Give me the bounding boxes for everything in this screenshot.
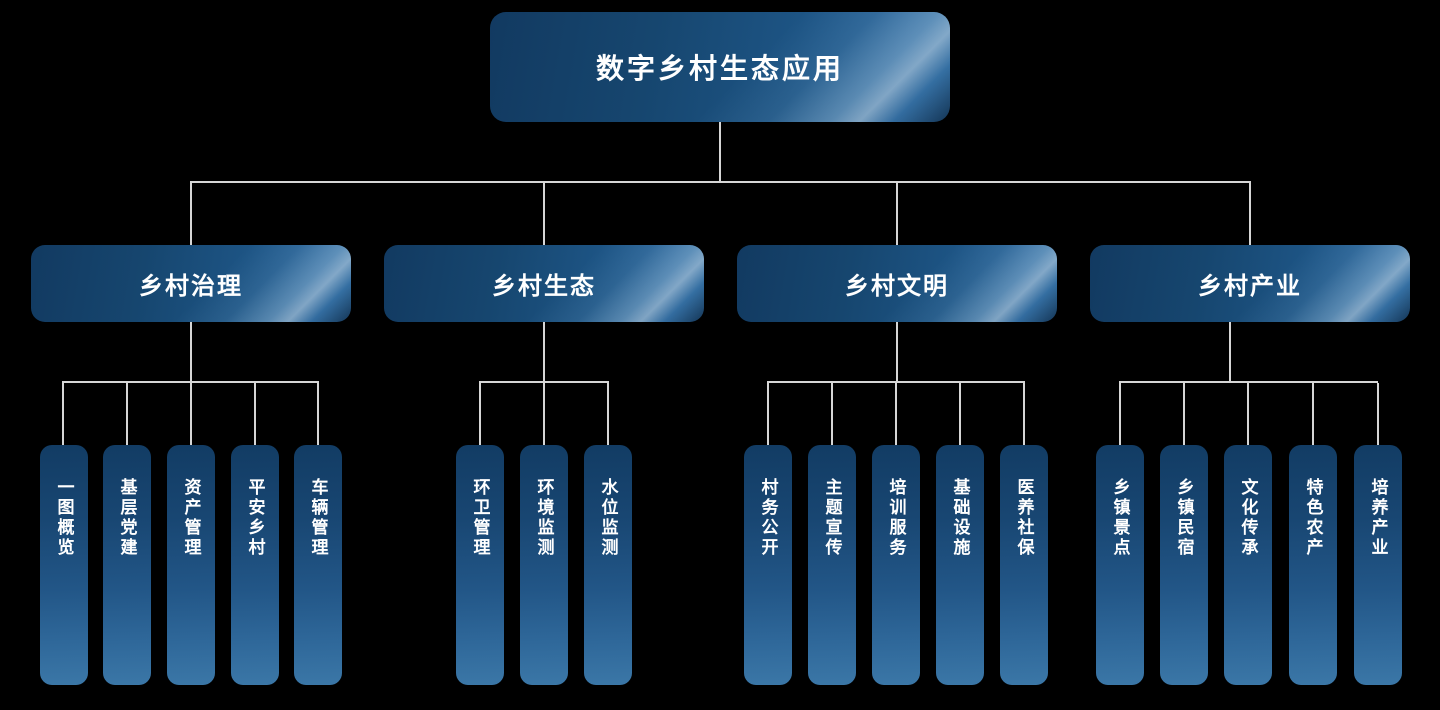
leaf-node-town-attractions: 乡镇景点 [1096,445,1144,685]
branch-node-industry: 乡村产业 [1090,245,1410,322]
connector-main-horizontal [190,181,1251,183]
leaf-label: 资产管理 [181,478,201,558]
connector-drop-civilization [896,183,898,245]
leaf-label: 水位监测 [598,478,618,558]
connector-ecology-leaf-drop [543,383,545,445]
connector-drop-industry [1249,183,1251,245]
connector-civilization-leaf-drop [767,383,769,445]
leaf-label: 医养社保 [1014,478,1034,558]
branch-node-industry-label: 乡村产业 [1198,273,1302,300]
connector-root-vertical [719,122,721,182]
leaf-label: 平安乡村 [245,478,265,558]
leaf-node-training-services: 培训服务 [872,445,920,685]
leaf-node-water-level-monitoring: 水位监测 [584,445,632,685]
branch-node-ecology: 乡村生态 [384,245,704,322]
leaf-node-party-building: 基层党建 [103,445,151,685]
leaf-node-industry-cultivation: 培养产业 [1354,445,1402,685]
branch-node-governance-label: 乡村治理 [139,273,243,300]
leaf-label: 培养产业 [1368,478,1388,558]
connector-ecology-vertical [543,322,545,381]
connector-drop-ecology [543,183,545,245]
leaf-node-asset-management: 资产管理 [167,445,215,685]
connector-governance-vertical [190,322,192,381]
connector-governance-leaf-drop [190,383,192,445]
connector-industry-horizontal [1119,381,1378,383]
branch-node-civilization-label: 乡村文明 [845,273,949,300]
leaf-node-theme-publicity: 主题宣传 [808,445,856,685]
connector-ecology-leaf-drop [479,383,481,445]
connector-governance-horizontal [62,381,319,383]
connector-civilization-leaf-drop [959,383,961,445]
branch-node-governance: 乡村治理 [31,245,351,322]
leaf-label: 基础设施 [950,478,970,558]
root-node-label: 数字乡村生态应用 [595,53,844,84]
leaf-label: 一图概览 [54,478,74,558]
branch-node-ecology-label: 乡村生态 [492,273,596,300]
connector-civilization-vertical [896,322,898,381]
connector-civilization-horizontal [767,381,1025,383]
leaf-label: 乡镇民宿 [1174,478,1194,558]
leaf-node-environment-monitoring: 环境监测 [520,445,568,685]
connector-industry-leaf-drop [1183,383,1185,445]
leaf-label: 环境监测 [534,478,554,558]
leaf-node-cultural-heritage: 文化传承 [1224,445,1272,685]
connector-governance-leaf-drop [126,383,128,445]
connector-industry-leaf-drop [1247,383,1249,445]
connector-civilization-leaf-drop [895,383,897,445]
connector-drop-governance [190,183,192,245]
connector-civilization-leaf-drop [1023,383,1025,445]
connector-industry-vertical [1229,322,1231,381]
connector-industry-leaf-drop [1377,383,1379,445]
leaf-label: 主题宣传 [822,478,842,558]
leaf-node-medical-social-security: 医养社保 [1000,445,1048,685]
leaf-label: 乡镇景点 [1110,478,1130,558]
leaf-label: 文化传承 [1238,478,1258,558]
leaf-node-vehicle-management: 车辆管理 [294,445,342,685]
leaf-label: 基层党建 [117,478,137,558]
leaf-label: 村务公开 [758,478,778,558]
leaf-node-town-homestay: 乡镇民宿 [1160,445,1208,685]
leaf-label: 车辆管理 [308,478,328,558]
leaf-label: 培训服务 [886,478,906,558]
connector-industry-leaf-drop [1312,383,1314,445]
leaf-node-safe-village: 平安乡村 [231,445,279,685]
leaf-node-sanitation-management: 环卫管理 [456,445,504,685]
branch-node-civilization: 乡村文明 [737,245,1057,322]
connector-ecology-horizontal [479,381,609,383]
root-node: 数字乡村生态应用 [490,12,950,122]
connector-governance-leaf-drop [254,383,256,445]
connector-civilization-leaf-drop [831,383,833,445]
connector-industry-leaf-drop [1119,383,1121,445]
leaf-node-village-affairs: 村务公开 [744,445,792,685]
leaf-label: 环卫管理 [470,478,490,558]
leaf-label: 特色农产 [1303,478,1323,558]
leaf-node-infrastructure: 基础设施 [936,445,984,685]
connector-ecology-leaf-drop [607,383,609,445]
connector-governance-leaf-drop [62,383,64,445]
connector-governance-leaf-drop [317,383,319,445]
leaf-node-overview-map: 一图概览 [40,445,88,685]
leaf-node-special-agriculture: 特色农产 [1289,445,1337,685]
